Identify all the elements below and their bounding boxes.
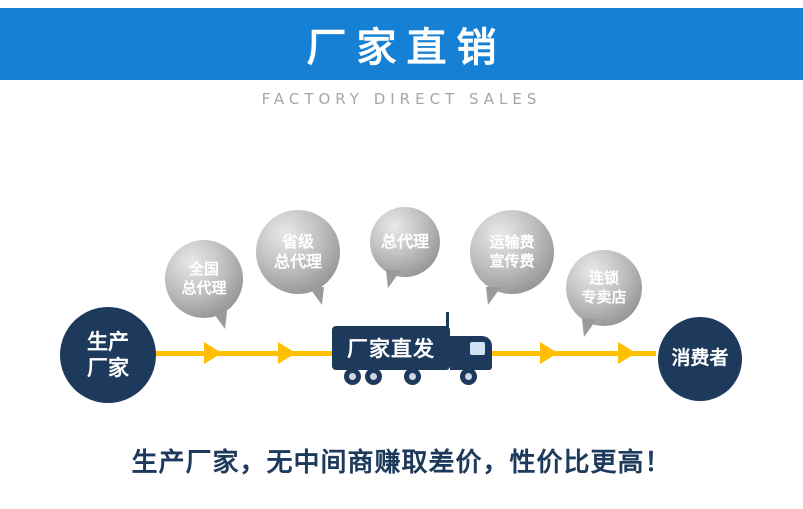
middleman-bubble-provincial-agent: 省级 总代理 bbox=[256, 210, 340, 305]
bubble-tail-icon bbox=[309, 287, 324, 305]
consumer-label: 消费者 bbox=[671, 347, 729, 370]
bubble-label-line1: 省级 bbox=[281, 232, 314, 251]
bubble-label-line1: 全国 bbox=[188, 260, 219, 279]
arrowhead-icon bbox=[618, 342, 636, 364]
truck-wheel-icon bbox=[460, 368, 477, 385]
arrowhead-icon bbox=[540, 342, 558, 364]
bubble-label-line2: 宣传费 bbox=[489, 252, 535, 270]
supply-chain-diagram: 生产 厂家 全国 总代理 省级 总代理 总代理 运输费 宣传费 连锁 专卖店 bbox=[0, 150, 803, 430]
bubble-tail-icon bbox=[486, 287, 501, 305]
truck-wheel-icon bbox=[365, 368, 382, 385]
middleman-bubble-chain-store: 连锁 专卖店 bbox=[566, 250, 642, 337]
truck-body: 厂家直发 bbox=[332, 326, 450, 370]
middleman-bubble-national-agent: 全国 总代理 bbox=[165, 240, 243, 329]
bubble-tail-icon bbox=[582, 319, 597, 337]
bubble-label-line1: 运输费 bbox=[489, 233, 535, 252]
truck-wheel-icon bbox=[404, 368, 421, 385]
truck-label: 厂家直发 bbox=[347, 337, 435, 361]
bubble-label-line2: 总代理 bbox=[273, 252, 322, 271]
bubble-label-line2: 专卖店 bbox=[581, 288, 627, 306]
bubble-label-line2: 总代理 bbox=[181, 279, 227, 297]
truck-exhaust-icon bbox=[446, 312, 449, 328]
arrowhead-icon bbox=[204, 342, 222, 364]
producer-label-line1: 生产 bbox=[87, 329, 129, 354]
truck-cab-icon bbox=[450, 336, 492, 370]
banner-subtitle: FACTORY DIRECT SALES bbox=[261, 90, 542, 108]
middleman-bubble-shipping-ads: 运输费 宣传费 bbox=[470, 210, 554, 305]
consumer-circle: 消费者 bbox=[658, 317, 742, 401]
bubble-tail-icon bbox=[212, 311, 227, 329]
banner-title: 厂家直销 bbox=[306, 25, 507, 71]
producer-circle: 生产 厂家 bbox=[60, 307, 156, 403]
truck-wheel-icon bbox=[344, 368, 361, 385]
bubble-label-line1: 总代理 bbox=[380, 232, 429, 251]
bubble-tail-icon bbox=[386, 270, 401, 288]
truck-window-icon bbox=[470, 342, 485, 355]
middleman-bubble-general-agent: 总代理 bbox=[370, 207, 440, 288]
truck-icon: 厂家直发 bbox=[332, 312, 504, 392]
producer-label-line2: 厂家 bbox=[87, 356, 129, 380]
arrowhead-icon bbox=[278, 342, 296, 364]
banner: 厂家直销 bbox=[0, 8, 803, 80]
footer-slogan: 生产厂家，无中间商赚取差价，性价比更高！ bbox=[131, 448, 672, 478]
bubble-label-line1: 连锁 bbox=[588, 269, 619, 288]
